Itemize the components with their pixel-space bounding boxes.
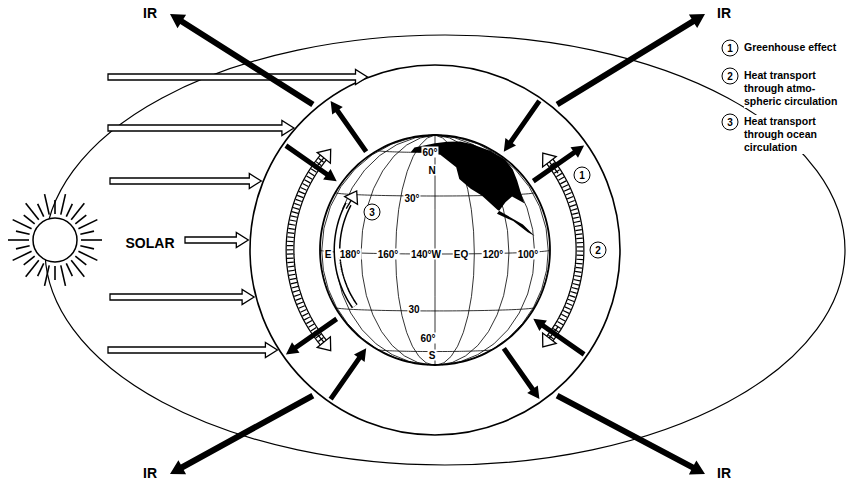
legend-text: Heat transport through atmo- spheric cir… — [744, 69, 848, 108]
surface-radiation-arrow — [331, 101, 369, 153]
ir-label: IR — [141, 466, 159, 481]
callout-number: 3 — [364, 204, 381, 221]
longitude-label: 100° — [517, 249, 540, 260]
orbit-ellipse — [45, 35, 845, 465]
hemisphere-label: E — [324, 249, 333, 260]
solar-arrow — [110, 174, 261, 189]
legend-number: 3 — [722, 114, 739, 131]
solar-label: SOLAR — [124, 236, 177, 251]
back-radiation-arrow — [285, 144, 337, 182]
atmospheric-circulation-fill — [549, 161, 580, 340]
north-america-landmass — [411, 142, 535, 236]
atmospheric-circulation-hatch — [290, 157, 324, 343]
globe-graticule — [320, 135, 550, 365]
legend-number: 2 — [722, 68, 739, 85]
globe-disc — [320, 135, 550, 365]
atmospheric-circulation-arrow — [549, 161, 580, 340]
longitude-label: 140°W — [410, 249, 442, 260]
solar-arrow — [108, 343, 277, 358]
pole-label: N — [427, 165, 436, 176]
back-radiation-arrow — [504, 100, 542, 152]
equator-label: EQ — [453, 249, 469, 260]
latitude-label: 30 — [407, 304, 420, 315]
atmospheric-circulation-hatch — [549, 161, 580, 340]
surface-radiation-arrow — [286, 317, 338, 355]
back-radiation-arrow — [329, 348, 367, 400]
ir-label: IR — [715, 6, 733, 21]
ir-arrow — [556, 14, 705, 107]
latitude-label: 60° — [419, 333, 436, 344]
longitude-label: 160° — [377, 249, 400, 260]
legend-number: 1 — [722, 40, 739, 57]
atmospheric-circulation-fill — [290, 157, 324, 343]
solar-arrow — [110, 290, 254, 305]
back-radiation-arrow — [533, 319, 585, 357]
ir-arrow — [170, 14, 315, 107]
ir-label: IR — [715, 466, 733, 481]
sun-symbol — [8, 194, 102, 286]
longitude-label: 180° — [339, 249, 362, 260]
solar-arrow — [185, 233, 248, 248]
latitude-label: 60° — [421, 147, 438, 158]
latitude-label: 30° — [403, 193, 420, 204]
ir-arrow — [556, 393, 705, 475]
legend-text: Heat transport through ocean circulation — [744, 115, 848, 154]
ir-arrow — [170, 393, 314, 474]
atmosphere-circle — [250, 65, 620, 435]
callout-number: 2 — [590, 242, 607, 259]
ir-label: IR — [141, 6, 159, 21]
surface-radiation-arrow — [502, 347, 540, 399]
callout-number: 1 — [574, 167, 591, 184]
ocean-arrowhead — [345, 191, 358, 209]
atmospheric-circulation-arrow — [290, 157, 324, 343]
longitude-label: 120° — [482, 249, 505, 260]
solar-arrow — [108, 121, 294, 136]
pole-label: S — [428, 350, 437, 361]
solar-arrow — [108, 70, 368, 85]
legend-text: Greenhouse effect — [744, 41, 848, 54]
